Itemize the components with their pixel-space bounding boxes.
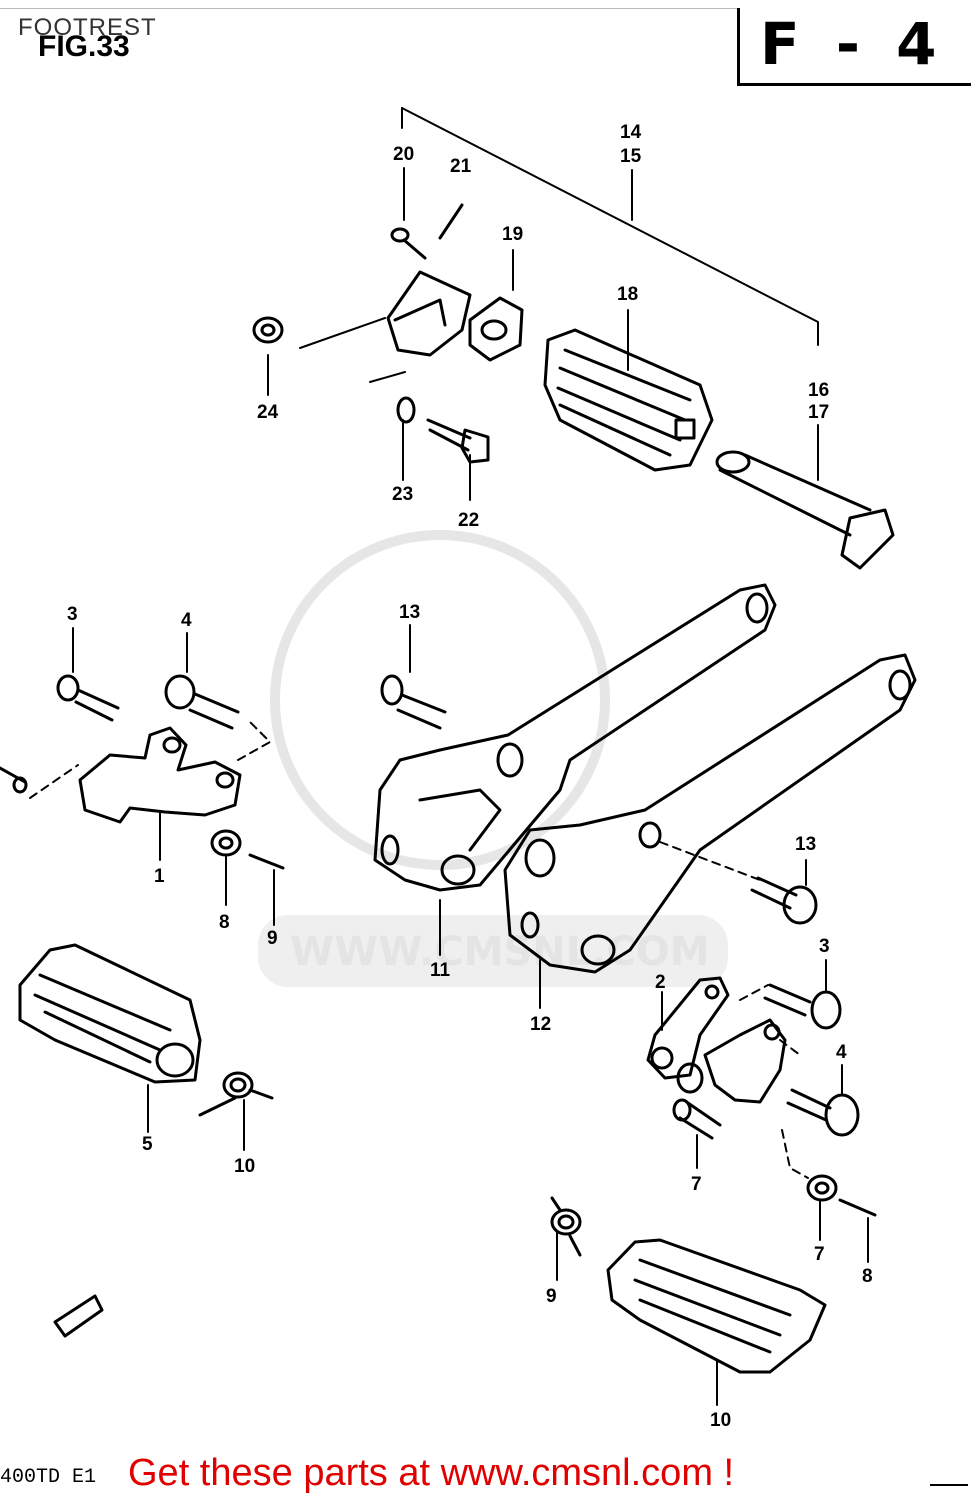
cotter-pin-9-left bbox=[248, 853, 285, 870]
washer-8-left bbox=[210, 829, 242, 857]
washer-8-right bbox=[806, 1174, 838, 1202]
callout-label: 4 bbox=[181, 610, 192, 631]
bolt-20 bbox=[390, 227, 427, 260]
callout-label: 5 bbox=[142, 1134, 153, 1155]
callout-label: 17 bbox=[808, 402, 829, 423]
callout-label: 1 bbox=[154, 866, 165, 887]
page-title: FOOTREST bbox=[18, 14, 157, 41]
callout-label: 4 bbox=[836, 1042, 847, 1063]
spring-10-left bbox=[198, 1071, 274, 1117]
callout-label: 7 bbox=[814, 1244, 825, 1265]
callout-label: 8 bbox=[862, 1266, 873, 1287]
callout-label: 2 bbox=[655, 972, 666, 993]
nut-24 bbox=[252, 316, 284, 344]
model-code: 400TD E1 bbox=[0, 1466, 97, 1489]
footrest-bracket-12 bbox=[503, 653, 917, 974]
top-rule bbox=[0, 8, 737, 9]
callout-label: 14 bbox=[620, 122, 642, 143]
promo-link[interactable]: Get these parts at www.cmsnl.com ! bbox=[128, 1452, 735, 1494]
bolt-4-left bbox=[164, 674, 240, 730]
callout-label: 20 bbox=[393, 144, 414, 165]
callout-label: 15 bbox=[620, 146, 642, 167]
callout-label: 3 bbox=[67, 604, 78, 625]
callout-label: 9 bbox=[546, 1286, 557, 1307]
pin-7-right bbox=[672, 1098, 722, 1140]
callout-label: 13 bbox=[795, 834, 816, 855]
watermark: WWW.CMSNL.COM bbox=[258, 530, 728, 987]
watermark-text: WWW.CMSNL.COM bbox=[290, 929, 710, 975]
callout-label: 23 bbox=[392, 484, 413, 505]
bracket-2 bbox=[646, 976, 730, 1080]
bolt-3-right bbox=[763, 983, 842, 1030]
corner-mark bbox=[930, 1484, 968, 1486]
bracket-1 bbox=[78, 726, 242, 824]
leader-lines bbox=[29, 624, 869, 1406]
callout-label: 21 bbox=[450, 156, 472, 177]
footrest-bracket-11 bbox=[373, 583, 777, 892]
front-direction-arrow-icon bbox=[53, 1294, 104, 1338]
bracket-right bbox=[676, 1018, 787, 1104]
callout-label: 13 bbox=[399, 602, 420, 623]
section-box bbox=[737, 8, 971, 86]
callout-label: 12 bbox=[530, 1014, 551, 1035]
callout-label: 18 bbox=[617, 284, 638, 305]
bolt-3-left bbox=[56, 674, 120, 722]
footrest-6-right bbox=[606, 1238, 827, 1374]
shim-19 bbox=[468, 296, 524, 362]
callout-label: 9 bbox=[267, 928, 278, 949]
callout-label: 10 bbox=[710, 1410, 731, 1431]
section-code: F - 4 bbox=[760, 10, 945, 78]
footrest-5-left bbox=[18, 943, 202, 1084]
callout-label: 24 bbox=[257, 402, 279, 423]
callout-label: 10 bbox=[234, 1156, 255, 1177]
callout-label: 16 bbox=[808, 380, 829, 401]
figure-number: FIG.33 bbox=[38, 30, 130, 63]
bolt-22 bbox=[426, 418, 490, 464]
callout-label: 19 bbox=[502, 224, 523, 245]
assembly-leader-lines bbox=[267, 107, 819, 501]
bolt-4-right bbox=[786, 1088, 860, 1137]
callout-labels: 14 15 20 21 19 18 24 23 22 16 17 3 4 13 … bbox=[67, 122, 873, 1431]
callout-label: 8 bbox=[219, 912, 230, 933]
washer-23 bbox=[396, 396, 416, 424]
rubber-18 bbox=[543, 328, 714, 472]
pin-21 bbox=[438, 203, 464, 240]
callout-label: 7 bbox=[691, 1174, 702, 1195]
cotter-pin-9-right bbox=[838, 1198, 877, 1217]
spring-10-right bbox=[550, 1196, 582, 1257]
footrest-shaft-16 bbox=[715, 450, 895, 570]
bolt-13-upper bbox=[380, 674, 447, 730]
bracket-upper bbox=[386, 270, 472, 357]
pin-7-left bbox=[0, 766, 28, 794]
callout-label: 22 bbox=[458, 510, 479, 531]
bolt-13-lower bbox=[750, 876, 818, 925]
callout-label: 11 bbox=[430, 960, 451, 981]
callout-label: 3 bbox=[819, 936, 830, 957]
